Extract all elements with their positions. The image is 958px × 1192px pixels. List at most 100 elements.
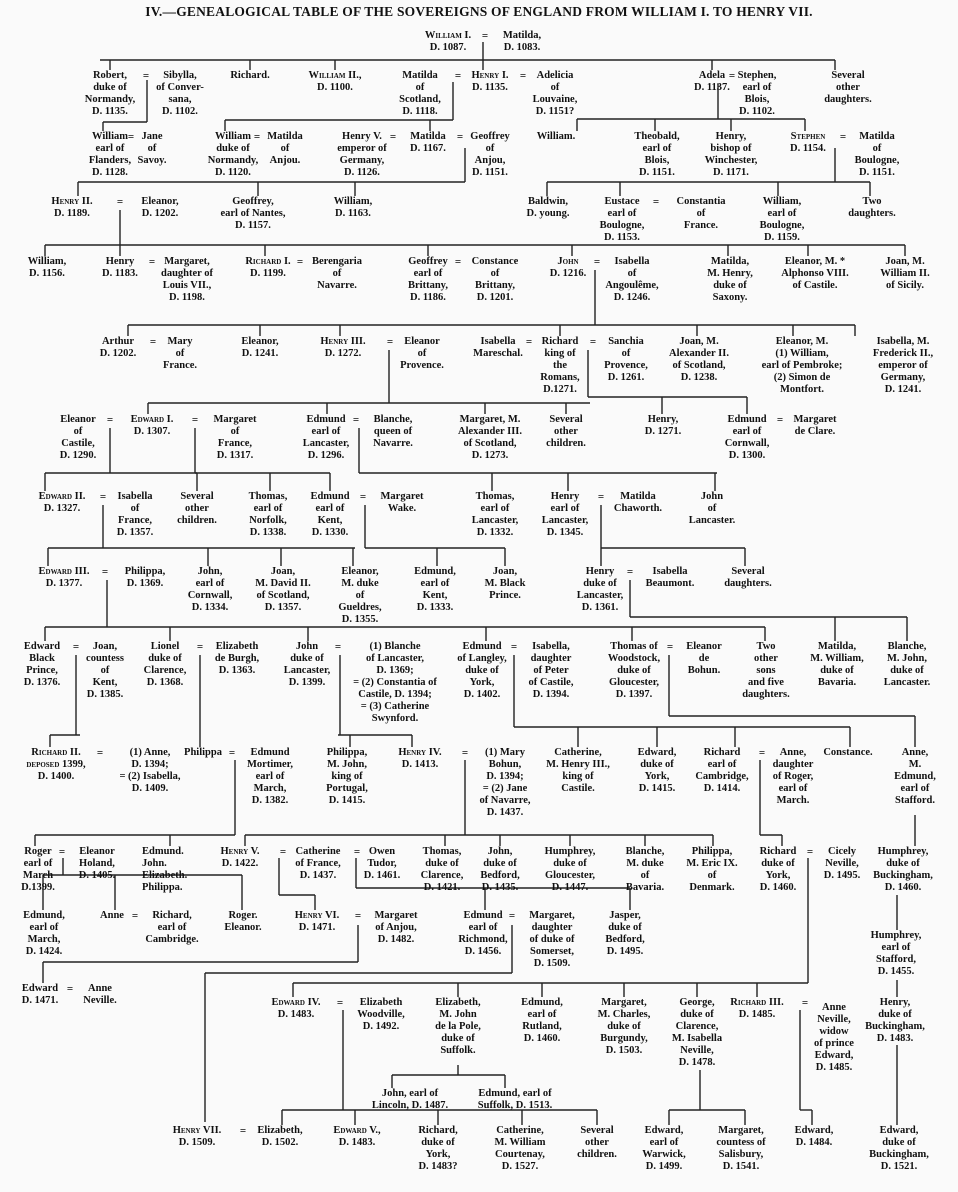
- marriage-sign: =: [279, 846, 287, 858]
- person-two-daughters: Two daughters.: [848, 196, 896, 219]
- person-henry-vi: Henry VI. D. 1471.: [294, 910, 340, 933]
- person-adela: Adela D. 1137.: [694, 70, 730, 93]
- person-geoffrey-brittany: Geoffrey earl of Brittany, D. 1186.: [408, 256, 448, 303]
- person-geoffrey-anjou: Geoffrey of Anjou, D. 1151.: [470, 131, 510, 178]
- person-margaret-salisbury: Margaret, countess of Salisbury, D. 1541…: [716, 1125, 766, 1172]
- person-catherine-castile: Catherine, M. Henry III., king of Castil…: [546, 747, 610, 794]
- person-edward-prince: Edward D. 1471.: [21, 983, 59, 1006]
- person-lionel: Lionel duke of Clarence, D. 1368.: [143, 641, 187, 688]
- person-henry-duke-lancaster: Henry duke of Lancaster, D. 1361.: [576, 566, 624, 613]
- person-john: John D. 1216.: [549, 256, 587, 279]
- person-matilda-bavaria: Matilda, M. William, duke of Bavaria.: [810, 641, 864, 688]
- marriage-sign: =: [461, 747, 469, 759]
- marriage-sign: =: [593, 256, 601, 268]
- person-philippa-clarence: Philippa: [184, 747, 222, 758]
- person-several-children-e1: Several other children.: [177, 491, 217, 526]
- person-matilda-saxony: Matilda, M. Henry, duke of Saxony.: [707, 256, 753, 303]
- marriage-sign: =: [353, 846, 361, 858]
- marriage-sign: =: [127, 131, 135, 143]
- person-mortimer-children: Edmund. John. Elizabeth. Philippa.: [142, 846, 188, 893]
- marriage-sign: =: [66, 983, 74, 995]
- person-edmund-lancaster: Edmund earl of Lancaster, D. 1296.: [302, 414, 350, 461]
- marriage-sign: =: [510, 641, 518, 653]
- person-william-i: William I. D. 1087.: [424, 30, 472, 53]
- person-margaret-wake: Margaret Wake.: [380, 491, 424, 514]
- person-roger-eleanor: Roger. Eleanor.: [224, 910, 262, 933]
- person-henry-vii: Henry VII. D. 1509.: [172, 1125, 222, 1148]
- person-henry-iv: Henry IV. D. 1413.: [398, 747, 442, 770]
- person-matilda-chaworth: Matilda Chaworth.: [613, 491, 663, 514]
- person-henry-winchester: Henry, bishop of Winchester, D. 1171.: [704, 131, 758, 178]
- marriage-sign: =: [296, 256, 304, 268]
- person-edmund-rutland: Edmund, earl of Rutland, D. 1460.: [521, 997, 563, 1044]
- marriage-sign: =: [589, 336, 597, 348]
- marriage-sign: =: [666, 641, 674, 653]
- person-edward-ii: Edward II. D. 1327.: [38, 491, 86, 514]
- person-owen-tudor: Owen Tudor, D. 1461.: [363, 846, 401, 881]
- person-isabella-castile: Isabella, daughter of Peter of Castile, …: [528, 641, 574, 700]
- person-richard-york-1483: Richard, duke of York, D. 1483?: [418, 1125, 458, 1172]
- person-henry-i: Henry I. D. 1135.: [471, 70, 509, 93]
- person-philippa-portugal: Philippa, M. John, king of Portugal, D. …: [326, 747, 368, 806]
- person-joan-scotland: Joan, M. Alexander II. of Scotland, D. 1…: [669, 336, 729, 383]
- marriage-sign: =: [652, 196, 660, 208]
- marriage-sign: =: [519, 70, 527, 82]
- person-eustace: Eustace earl of Boulogne, D. 1153.: [599, 196, 645, 243]
- person-eleanor-montfort: Eleanor, M. (1) William, earl of Pembrok…: [761, 336, 843, 395]
- marriage-sign: =: [99, 491, 107, 503]
- marriage-sign: =: [336, 997, 344, 1009]
- person-catherine-courtenay: Catherine, M. William Courtenay, D. 1527…: [494, 1125, 546, 1172]
- person-richard-cambridge: Richard earl of Cambridge, D. 1414.: [695, 747, 749, 794]
- person-humphrey-buckingham: Humphrey, duke of Buckingham, D. 1460.: [873, 846, 933, 893]
- table-title: IV.—GENEALOGICAL TABLE OF THE SOVEREIGNS…: [145, 4, 813, 19]
- person-edmund-suffolk: Edmund, earl of Suffolk, D. 1513.: [477, 1088, 553, 1111]
- person-eleanor-gueldres: Eleanor, M. duke of Gueldres, D. 1355.: [338, 566, 382, 625]
- marriage-sign: =: [334, 641, 342, 653]
- person-catherine-france: Catherine of France, D. 1437.: [295, 846, 341, 881]
- person-blanche-navarre: Blanche, queen of Navarre.: [373, 414, 413, 449]
- person-gaunt-wives: (1) Blanche of Lancaster, D. 1369; = (2)…: [353, 641, 437, 724]
- person-stephen: Stephen D. 1154.: [790, 131, 826, 154]
- person-constantia-france: Constantia of France.: [676, 196, 726, 231]
- marriage-sign: =: [354, 910, 362, 922]
- person-elizabeth-pole: Elizabeth, M. John de la Pole, duke of S…: [435, 997, 481, 1056]
- person-richard-ii: Richard II. deposed 1399, D. 1400.: [26, 747, 86, 782]
- person-adelicia: Adelicia of Louvaine, D. 1151?: [532, 70, 578, 117]
- person-berengaria: Berengaria of Navarre.: [312, 256, 362, 291]
- person-blanche-bavaria: Blanche, M. duke of Bavaria.: [625, 846, 665, 893]
- person-margaret-alex-iii: Margaret, M. Alexander III. of Scotland,…: [458, 414, 522, 461]
- person-eleanor-provence: Eleanor of Provence.: [400, 336, 444, 371]
- person-jasper: Jasper, duke of Bedford, D. 1495.: [605, 910, 645, 957]
- person-jane-savoy: Jane of Savoy.: [137, 131, 167, 166]
- person-constance: Constance.: [823, 747, 873, 758]
- person-margaret-france-ei: Margaret of France, D. 1317.: [213, 414, 257, 461]
- marriage-sign: =: [228, 747, 236, 759]
- person-edward-buckingham: Edward, duke of Buckingham, D. 1521.: [869, 1125, 929, 1172]
- marriage-sign: =: [106, 414, 114, 426]
- person-john-lancaster: John of Lancaster.: [688, 491, 736, 526]
- person-margaret-france: Margaret, daughter of Louis VII., D. 119…: [160, 256, 214, 303]
- person-edmund-langley: Edmund of Langley, duke of York, D. 1402…: [457, 641, 507, 700]
- person-edward-york: Edward, duke of York, D. 1415.: [637, 747, 677, 794]
- marriage-sign: =: [196, 641, 204, 653]
- person-edward-v: Edward V., D. 1483.: [333, 1125, 381, 1148]
- marriage-sign: =: [454, 70, 462, 82]
- person-philippa-hainault: Philippa, D. 1369.: [124, 566, 166, 589]
- marriage-sign: =: [101, 566, 109, 578]
- marriage-sign: =: [728, 70, 736, 82]
- person-henry-buckingham: Henry, duke of Buckingham, D. 1483.: [865, 997, 925, 1044]
- person-edward-warwick: Edward, earl of Warwick, D. 1499.: [642, 1125, 686, 1172]
- person-thomas-woodstock: Thomas of Woodstock, duke of Gloucester,…: [607, 641, 661, 700]
- person-john-lincoln: John, earl of Lincoln, D. 1487.: [371, 1088, 449, 1111]
- person-black-prince: Edward Black Prince, D. 1376.: [23, 641, 61, 688]
- person-margaret-burgundy: Margaret, M. Charles, duke of Burgundy, …: [597, 997, 651, 1056]
- person-isabella-frederick: Isabella, M. Frederick II., emperor of G…: [872, 336, 934, 395]
- marriage-sign: =: [386, 336, 394, 348]
- person-eleanor-1241: Eleanor, D. 1241.: [241, 336, 279, 359]
- person-anne-march: Anne: [100, 910, 124, 921]
- person-theobald: Theobald, earl of Blois, D. 1151.: [634, 131, 680, 178]
- person-richard-wi: Richard.: [230, 70, 270, 81]
- person-william-1163: William, D. 1163.: [333, 196, 373, 219]
